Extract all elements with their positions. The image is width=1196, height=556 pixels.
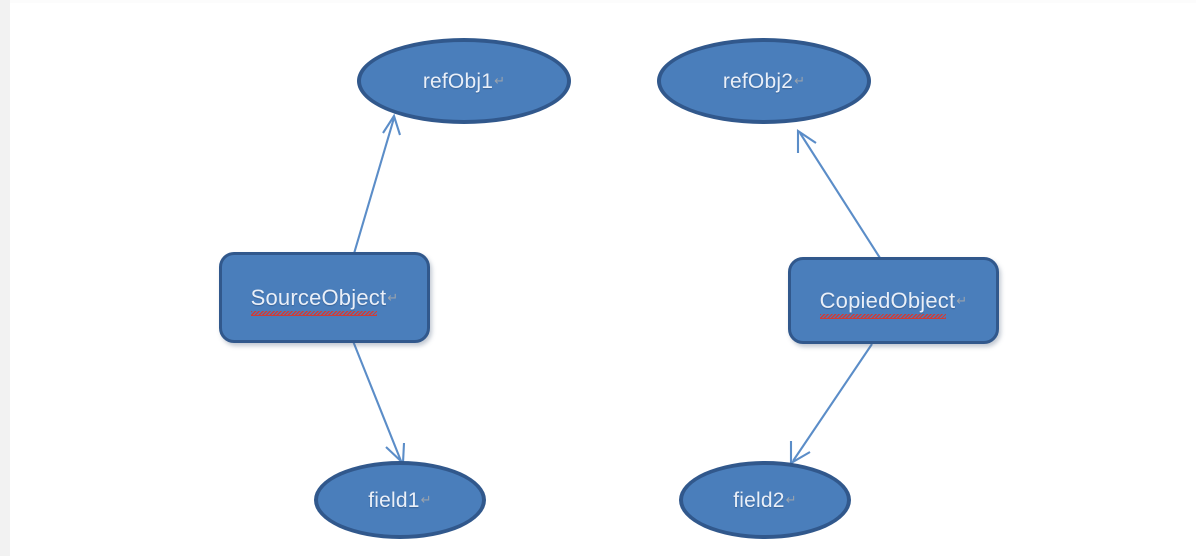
node-field1[interactable]: field1↵ bbox=[314, 461, 486, 539]
node-copiedobject[interactable]: CopiedObject↵ bbox=[788, 257, 999, 344]
pilcrow-icon: ↵ bbox=[956, 292, 968, 308]
node-refobj1-label: refObj1 bbox=[422, 69, 494, 93]
pilcrow-icon: ↵ bbox=[494, 73, 506, 88]
pilcrow-icon: ↵ bbox=[387, 289, 399, 305]
pilcrow-icon: ↵ bbox=[794, 73, 806, 88]
edge-copied-to-field2 bbox=[789, 343, 873, 465]
node-sourceobject[interactable]: SourceObject↵ bbox=[219, 252, 430, 343]
node-copiedobject-label: CopiedObject bbox=[819, 287, 956, 319]
node-field2[interactable]: field2↵ bbox=[679, 461, 851, 539]
pilcrow-icon: ↵ bbox=[785, 492, 797, 507]
pilcrow-icon: ↵ bbox=[420, 492, 432, 507]
top-edge-strip bbox=[10, 0, 1196, 3]
edge-copied-to-refobj2 bbox=[796, 129, 881, 259]
edge-source-to-refobj1 bbox=[351, 113, 402, 258]
edge-source-to-field1 bbox=[352, 340, 406, 466]
node-field2-label: field2 bbox=[733, 488, 785, 512]
left-gutter-strip bbox=[0, 0, 10, 556]
node-refobj1[interactable]: refObj1↵ bbox=[357, 38, 571, 124]
node-field1-label: field1 bbox=[368, 488, 420, 512]
node-refobj2-label: refObj2 bbox=[722, 69, 794, 93]
node-refobj2[interactable]: refObj2↵ bbox=[657, 38, 871, 124]
node-sourceobject-label: SourceObject bbox=[250, 284, 387, 316]
